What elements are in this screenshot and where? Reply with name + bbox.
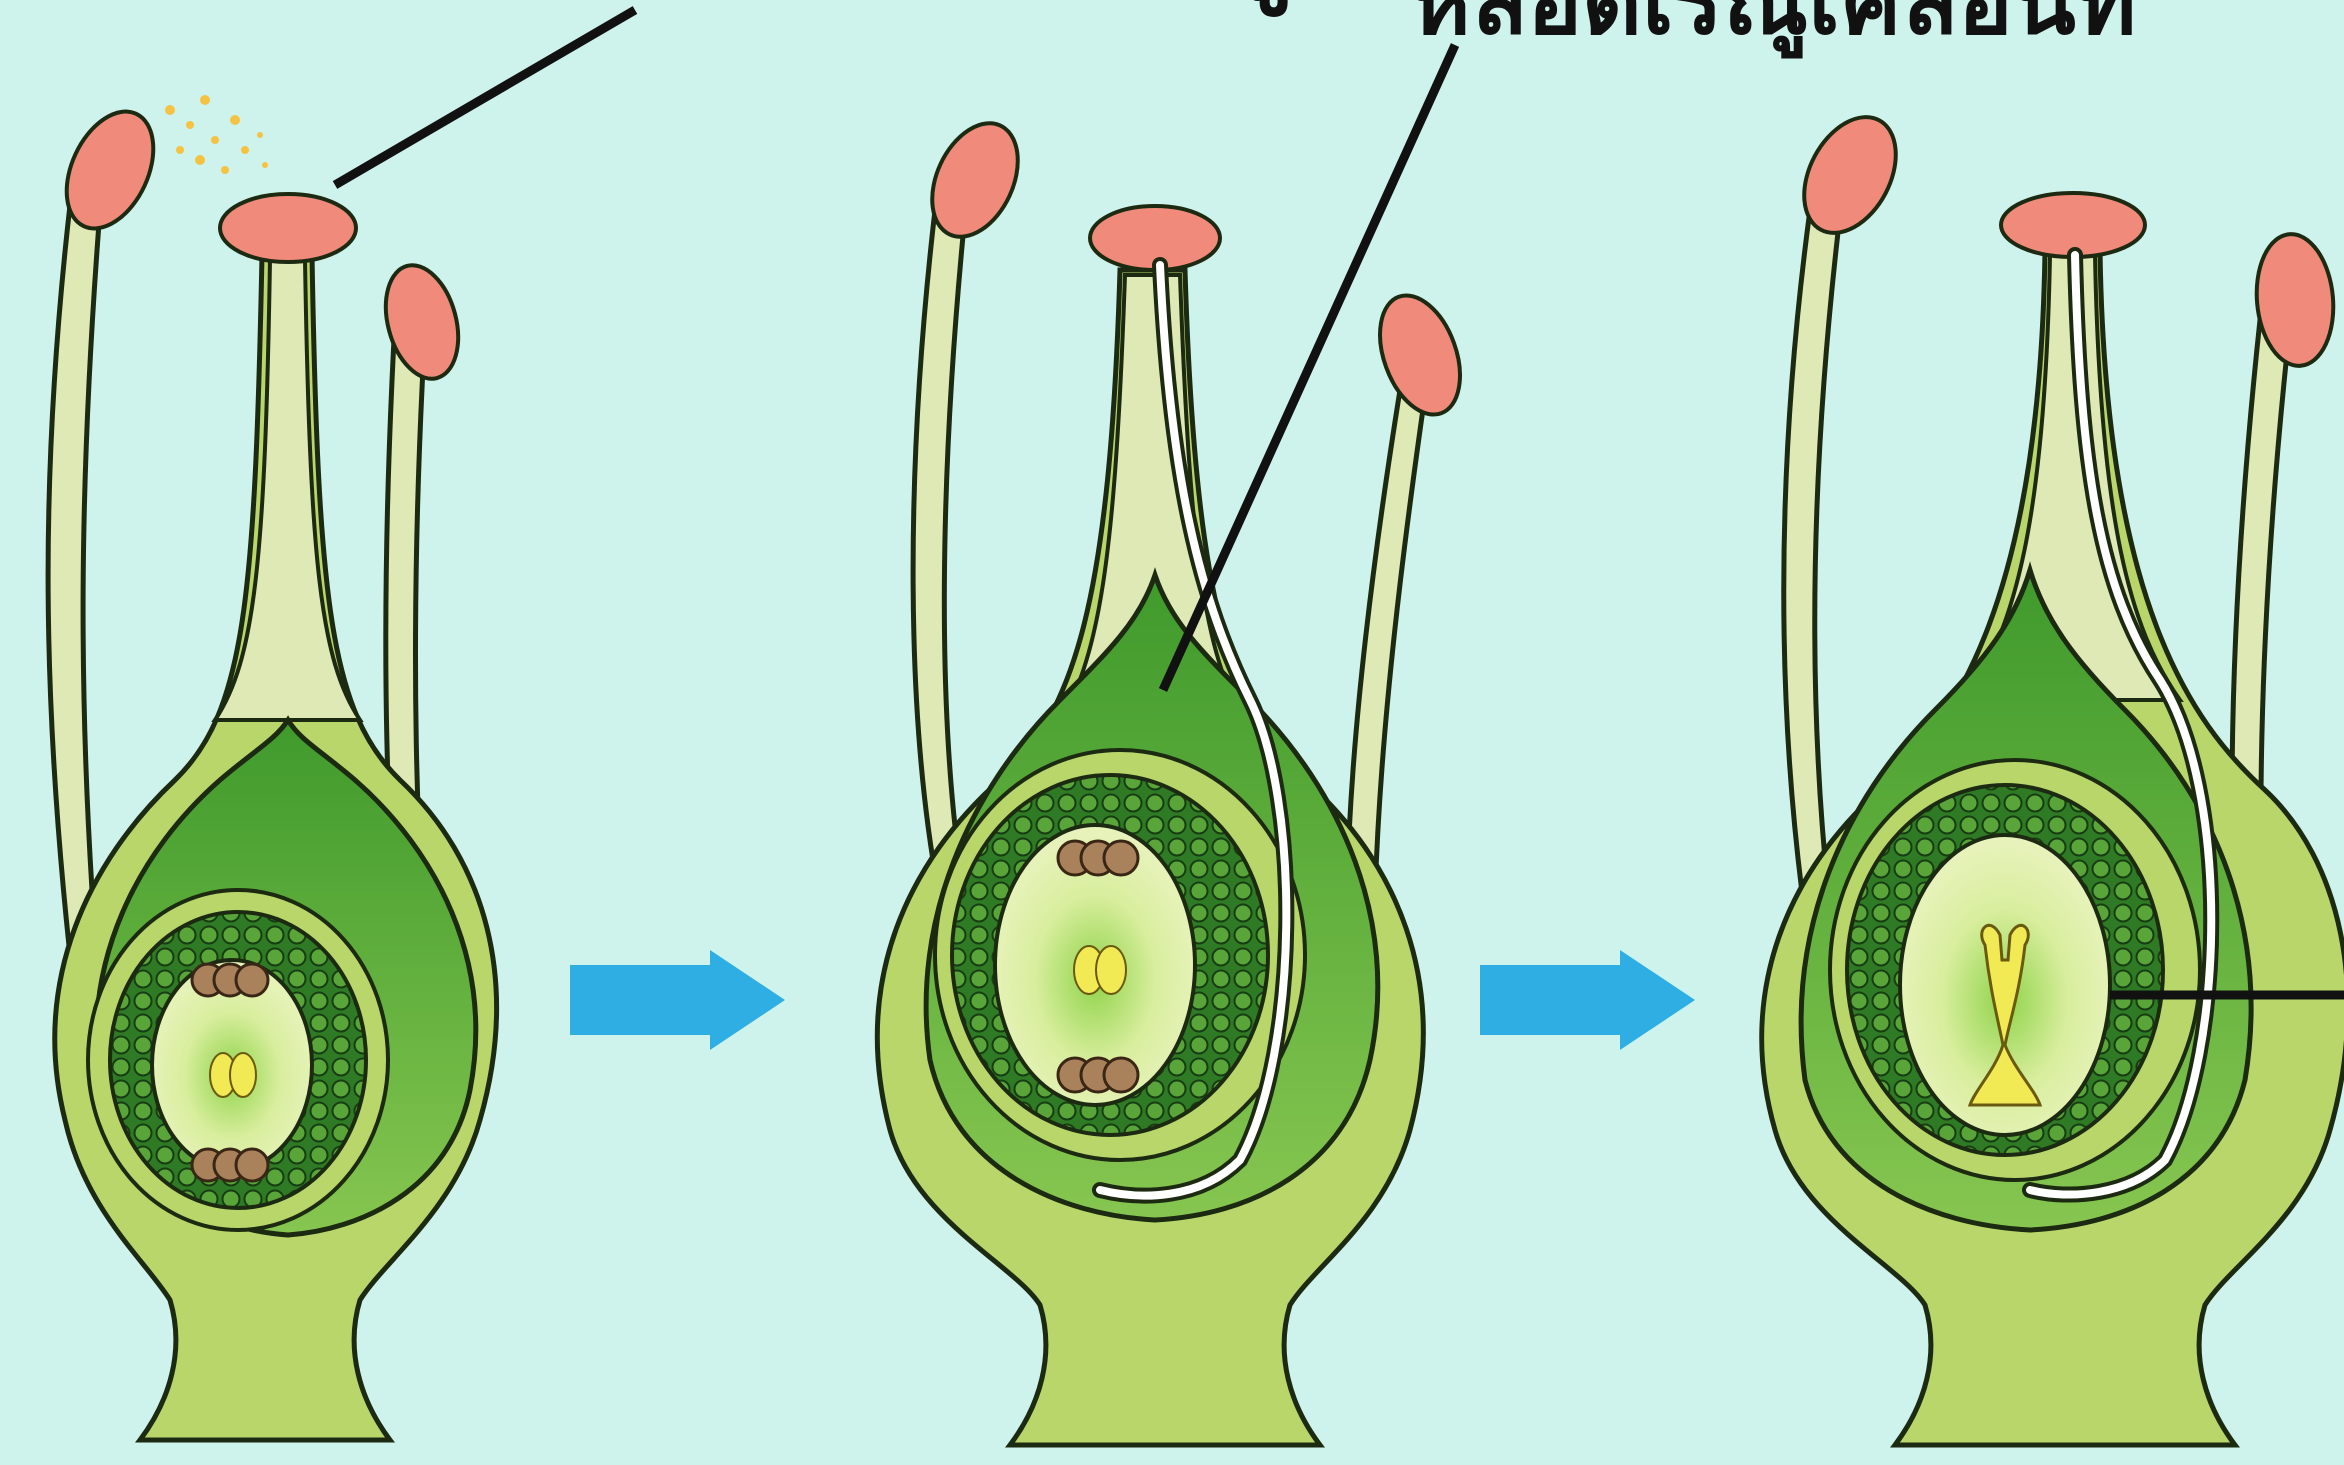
stigma-pointer-line: [335, 10, 635, 185]
label-fragment-left: จ: [1240, 0, 1294, 30]
process-arrow-icon: [1480, 950, 1695, 1050]
flower-stage-3: [1762, 101, 2344, 1445]
pollen-grains-icon: [165, 95, 268, 174]
label-pollen-tube: หลอดเรณูเคลื่อนที่: [1410, 0, 2136, 48]
flower-stage-1: [48, 95, 496, 1440]
process-arrow-icon: [570, 950, 785, 1050]
flower-stage-2: [877, 110, 1475, 1445]
polar-nuclei: [210, 1053, 256, 1097]
polar-nuclei: [1074, 946, 1126, 994]
